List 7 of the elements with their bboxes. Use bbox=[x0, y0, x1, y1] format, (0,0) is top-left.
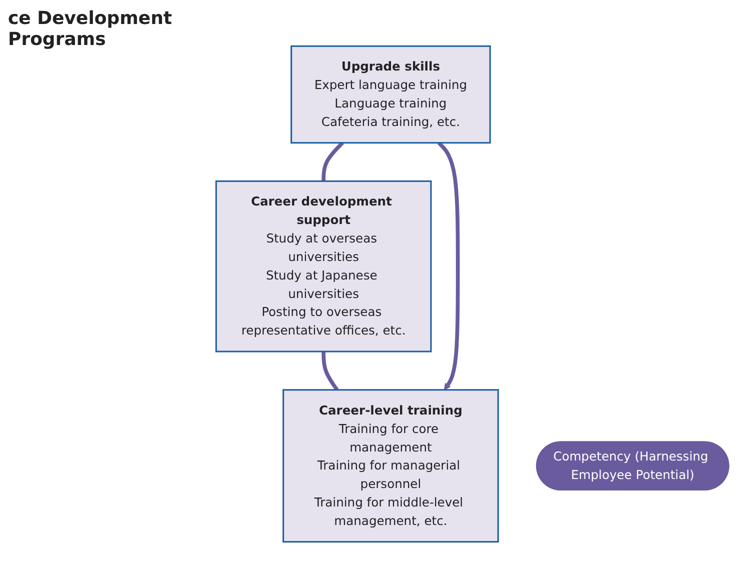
node-box: Career-level training Training for core management Training for managerial personnel Training for middle-level management, etc. bbox=[282, 388, 499, 542]
node-box: Career development support Study at overseas universities Study at Japanese universities Posting to overseas representative offices, etc. bbox=[215, 180, 432, 352]
diagram-title: ce Development Programs bbox=[8, 8, 174, 50]
connector bbox=[322, 351, 339, 391]
connector bbox=[322, 141, 344, 181]
node-box: Upgrade skills Expert language training Language training Cafeteria training, etc. bbox=[290, 44, 491, 144]
arrow bbox=[437, 141, 460, 390]
